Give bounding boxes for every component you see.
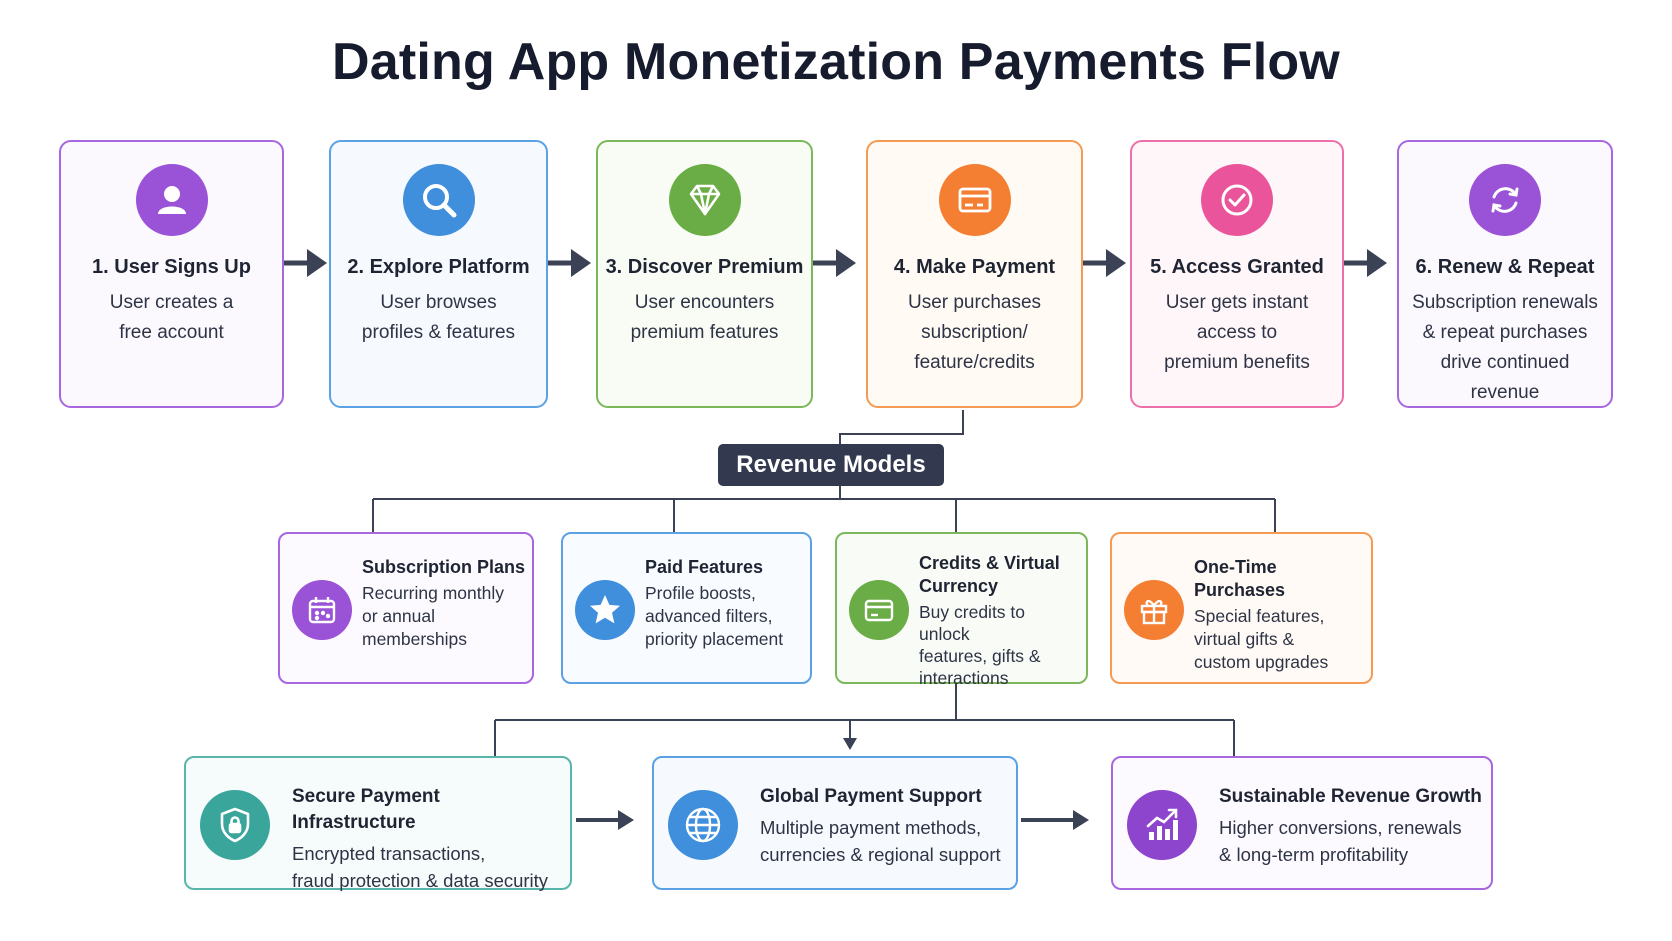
model-title: Paid Features [645,557,764,577]
infra-description: Multiple payment methods,currencies & re… [760,817,1001,865]
flow-arrows [284,249,1387,277]
model-text: Paid Features Profile boosts,advanced fi… [645,556,804,651]
model-description: Special features,virtual gifts &custom u… [1194,606,1329,672]
model-paid-features: Paid Features Profile boosts,advanced fi… [561,532,812,684]
infra-text: Global Payment Support Multiple payment … [760,784,1010,868]
step-title: 5. Access Granted [1150,256,1324,278]
step-renew-repeat: 6. Renew & Repeat Subscription renewals&… [1397,140,1613,408]
step-title: 6. Renew & Repeat [1415,256,1595,278]
flow-arrow-5-6 [1344,249,1387,277]
globe-icon [668,790,738,860]
infra-description: Encrypted transactions,fraud protection … [292,843,549,891]
diagram-title: Dating App Monetization Payments Flow [332,33,1340,91]
model-title: Subscription Plans [362,557,526,577]
infra-title: Secure Payment Infrastructure [292,786,440,833]
infra-secure-payment: Secure Payment Infrastructure Encrypted … [184,756,572,891]
infra-description: Higher conversions, renewals& long-term … [1219,817,1462,865]
step-title: 1. User Signs Up [92,256,251,278]
model-title: One-Time Purchases [1194,557,1286,600]
refresh-icon [1469,164,1541,236]
infra-global-payment: Global Payment Support Multiple payment … [652,756,1018,890]
model-text: One-Time Purchases Special features,virt… [1194,556,1365,674]
flow-arrow-2-3 [548,249,591,277]
infra-text: Sustainable Revenue Growth Higher conver… [1219,784,1485,868]
user-icon [135,164,208,236]
infra-title: Global Payment Support [760,786,982,807]
gift-icon [1124,580,1184,640]
revenue-models-label: Revenue Models [718,444,944,486]
flow-arrow-4-5 [1083,249,1126,277]
infra-title: Sustainable Revenue Growth [1219,786,1482,807]
check-circle-icon [1201,164,1273,236]
step-title: 3. Discover Premium [605,256,804,278]
calendar-icon [292,580,352,640]
search-icon [402,164,475,236]
star-icon [575,580,635,640]
infra-text: Secure Payment Infrastructure Encrypted … [292,784,564,894]
tree-lines [372,410,1276,756]
step-title: 4. Make Payment [893,256,1056,278]
growth-chart-icon [1127,790,1197,860]
shield-lock-icon [200,790,270,860]
model-one-time-purchases: One-Time Purchases Special features,virt… [1110,532,1373,684]
model-description: Profile boosts,advanced filters,priority… [645,583,784,649]
credit-card-icon [938,164,1011,236]
step-title: 2. Explore Platform [347,256,530,278]
flow-arrow-1-2 [284,249,327,277]
infra-sustainable-growth: Sustainable Revenue Growth Higher conver… [1111,756,1493,890]
infra-arrows [576,810,1089,830]
flow-arrow-3-4 [813,249,856,277]
diamond-icon [668,164,741,236]
wallet-card-icon [849,580,909,640]
